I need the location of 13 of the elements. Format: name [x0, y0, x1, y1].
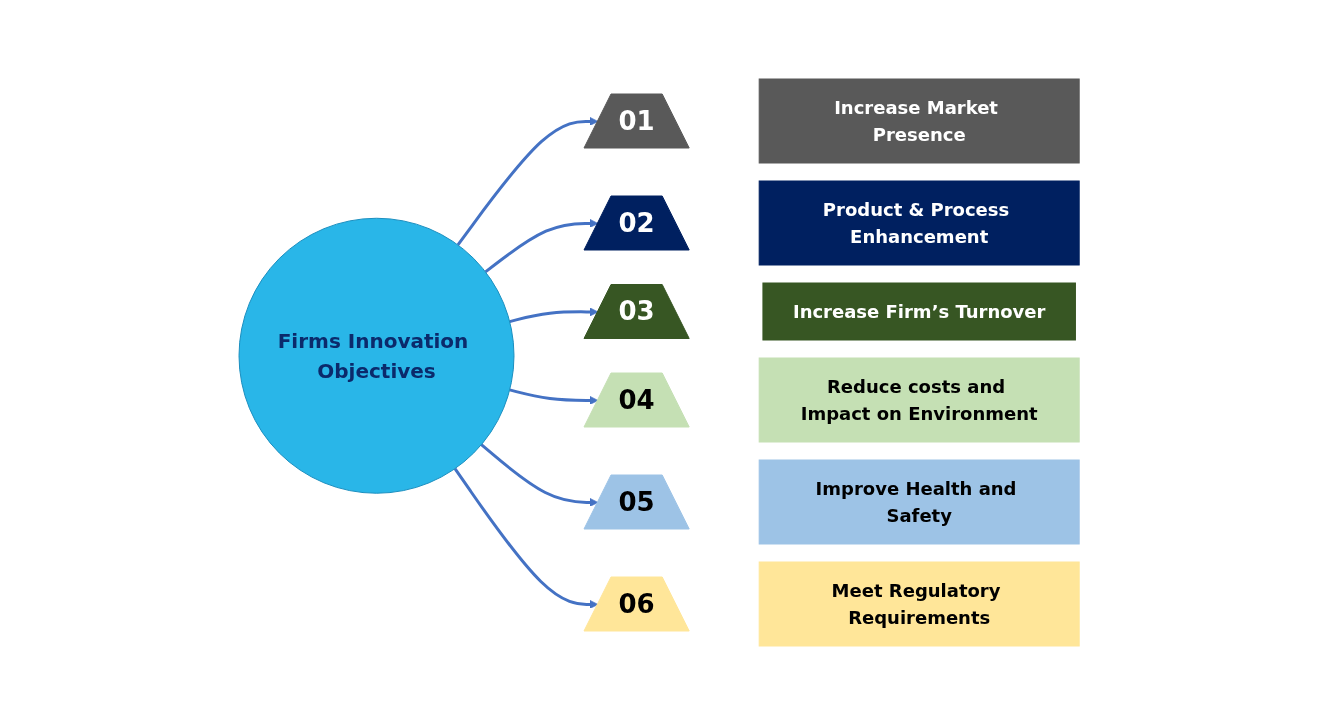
node-box: Product & Process Enhancement — [759, 180, 1081, 266]
arrow — [457, 117, 599, 246]
node-box: Reduce costs and Impact on Environment — [759, 357, 1081, 443]
arrow — [480, 443, 599, 507]
node-box: Increase Market Presence — [759, 78, 1081, 164]
node-box: Meet Regulatory Requirements — [759, 561, 1081, 647]
arrow — [484, 219, 599, 274]
arrow — [509, 307, 599, 324]
arrow — [509, 388, 599, 405]
arrow — [454, 467, 599, 609]
node-circle: Firms Innovation Objectives — [238, 217, 515, 494]
node-box: Improve Health and Safety — [759, 459, 1081, 545]
node-box: Increase Firm’s Turnover — [762, 282, 1077, 341]
